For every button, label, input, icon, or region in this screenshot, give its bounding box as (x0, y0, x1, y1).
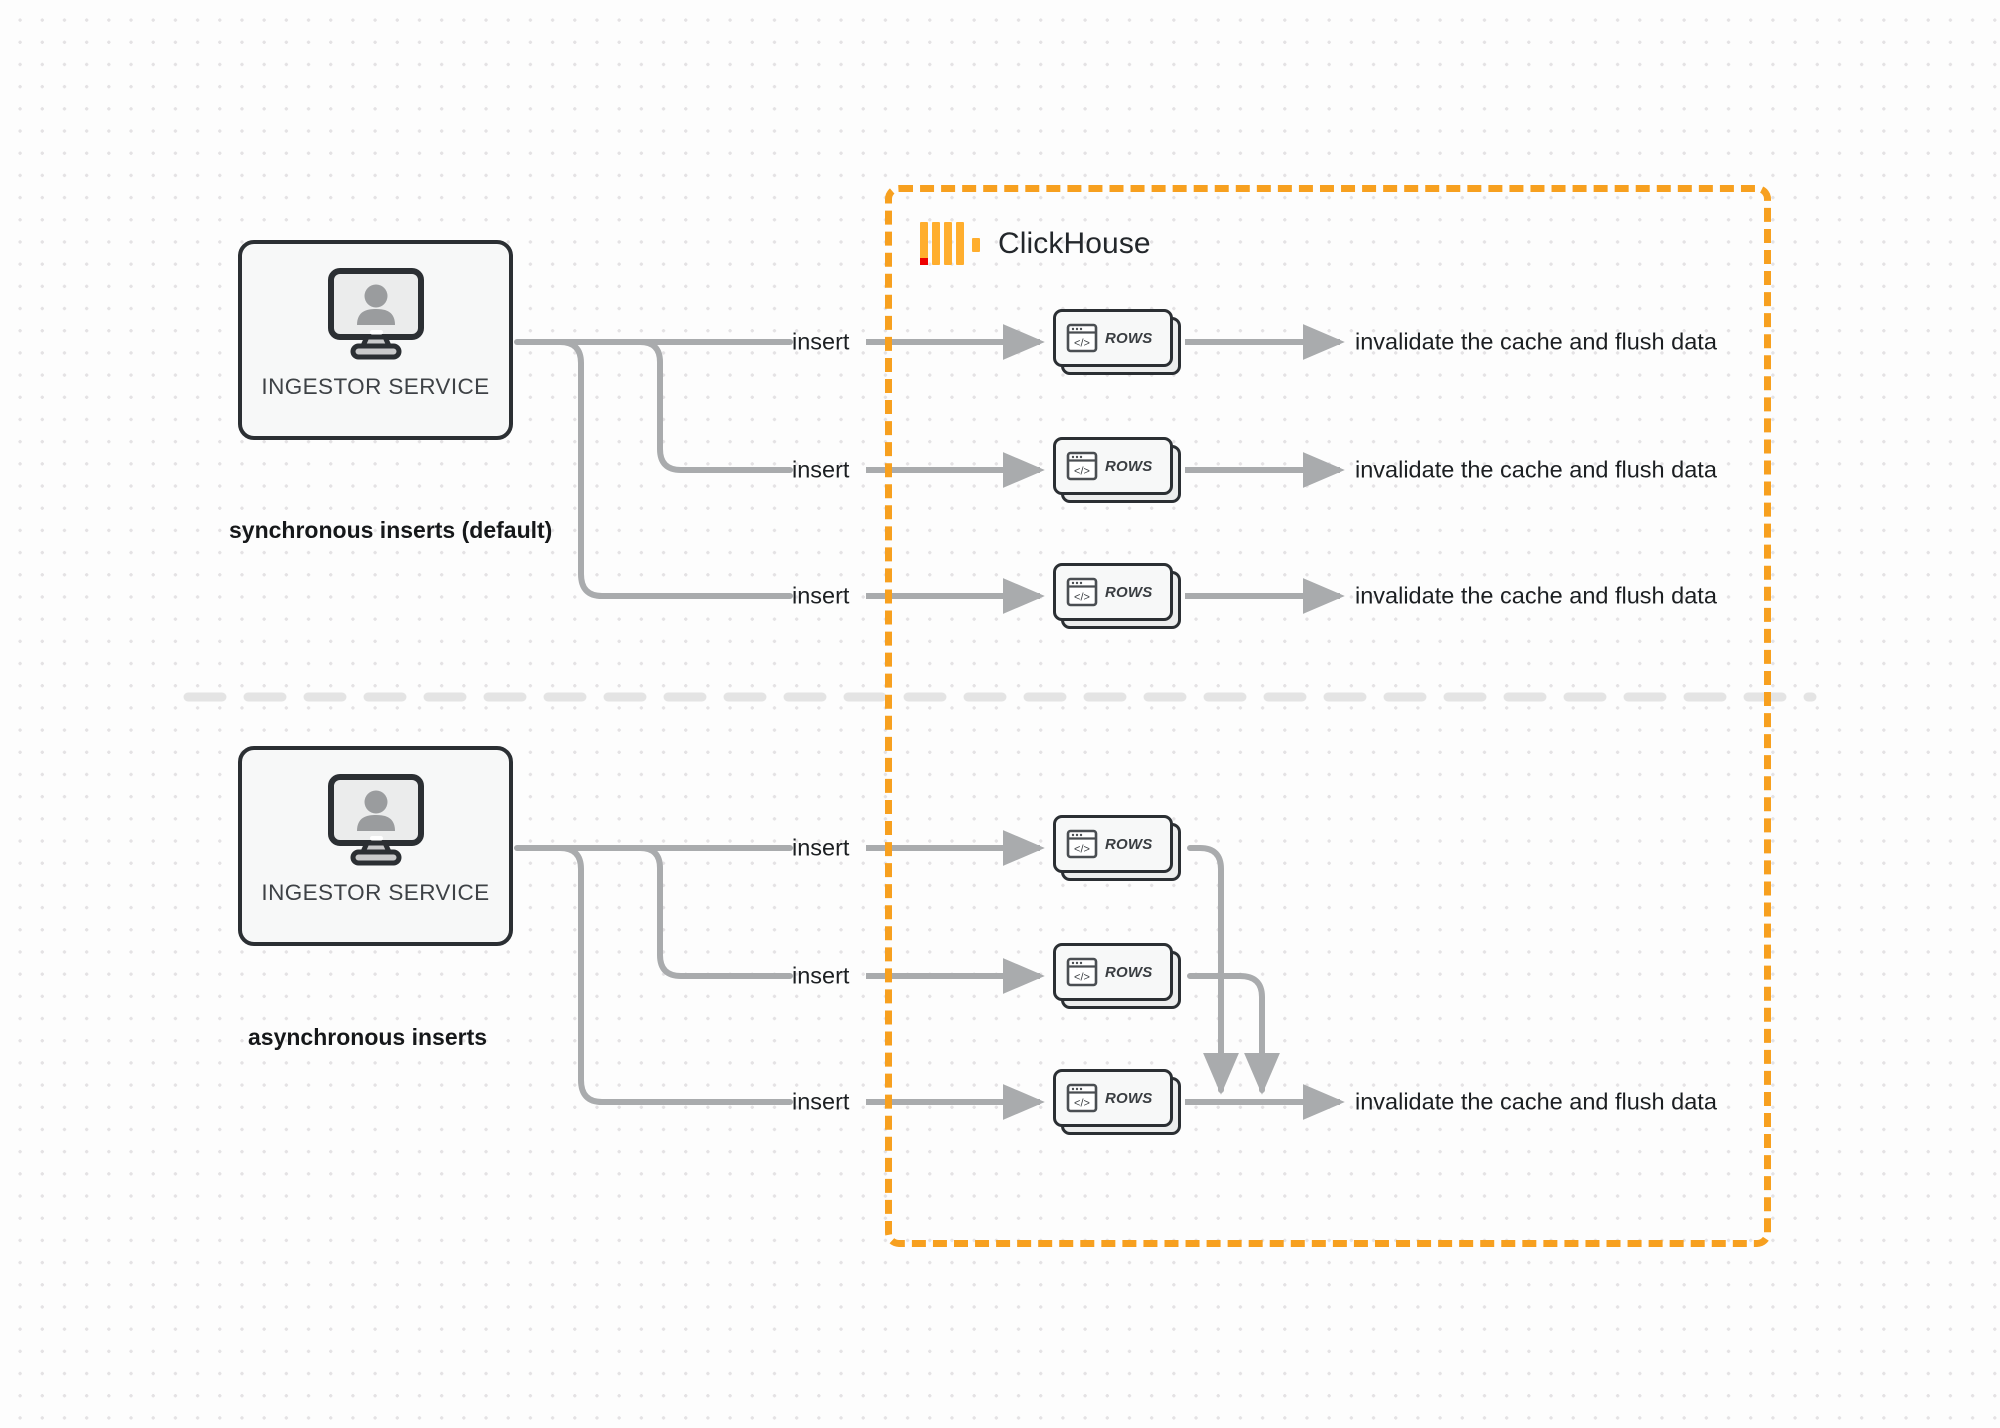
rows-card-front: </> ROWS (1053, 309, 1173, 367)
sync-fanout-row3 (537, 339, 793, 599)
rows-card-front: </> ROWS (1053, 1069, 1173, 1127)
insert-label-async-1: insert (792, 834, 850, 861)
ingestor-service-label-sync: INGESTOR SERVICE (261, 374, 490, 399)
rows-node-label: ROWS (1105, 457, 1153, 475)
monitor-user-icon (327, 268, 425, 360)
monitor-user-icon (327, 774, 425, 866)
rows-node-async-1[interactable]: </> ROWS (1053, 815, 1181, 881)
code-window-icon: </> (1066, 957, 1098, 987)
code-window-icon: </> (1066, 829, 1098, 859)
rows-card-front: </> ROWS (1053, 437, 1173, 495)
rows-node-sync-2[interactable]: </> ROWS (1053, 437, 1181, 503)
svg-text:</>: </> (1074, 972, 1090, 984)
code-window-icon: </> (1066, 323, 1098, 353)
code-window-icon: </> (1066, 577, 1098, 607)
clickhouse-logo-group: ClickHouse (920, 222, 1151, 265)
sync-fanout-row2 (597, 339, 793, 473)
output-label-sync-3: invalidate the cache and flush data (1355, 582, 1717, 609)
svg-text:</>: </> (1074, 592, 1090, 604)
rows-node-sync-1[interactable]: </> ROWS (1053, 309, 1181, 375)
clickhouse-title: ClickHouse (998, 226, 1151, 260)
rows-node-label: ROWS (1105, 1089, 1153, 1107)
code-window-icon: </> (1066, 1083, 1098, 1113)
ingestor-service-async[interactable]: INGESTOR SERVICE (238, 746, 513, 946)
svg-text:</>: </> (1074, 844, 1090, 856)
rows-card-front: </> ROWS (1053, 815, 1173, 873)
rows-card-front: </> ROWS (1053, 943, 1173, 1001)
rows-node-label: ROWS (1105, 835, 1153, 853)
rows-card-front: </> ROWS (1053, 563, 1173, 621)
svg-text:</>: </> (1074, 1098, 1090, 1110)
async-fanout-row2 (597, 845, 793, 979)
insert-label-sync-2: insert (792, 456, 850, 483)
mode-label-asynchronous: asynchronous inserts (248, 1024, 488, 1050)
ingestor-service-label-async: INGESTOR SERVICE (261, 880, 490, 905)
insert-label-sync-3: insert (792, 582, 850, 609)
insert-label-async-3: insert (792, 1088, 850, 1115)
rows-node-label: ROWS (1105, 963, 1153, 981)
rows-node-async-2[interactable]: </> ROWS (1053, 943, 1181, 1009)
svg-text:</>: </> (1074, 338, 1090, 350)
rows-node-label: ROWS (1105, 329, 1153, 347)
output-label-sync-2: invalidate the cache and flush data (1355, 456, 1717, 483)
insert-label-sync-1: insert (792, 328, 850, 355)
ingestor-service-sync[interactable]: INGESTOR SERVICE (238, 240, 513, 440)
rows-node-async-3[interactable]: </> ROWS (1053, 1069, 1181, 1135)
mode-label-synchronous: synchronous inserts (default) (229, 517, 553, 543)
clickhouse-logo-icon (920, 222, 980, 265)
rows-node-label: ROWS (1105, 583, 1153, 601)
async-fanout-row3 (537, 845, 793, 1105)
insert-label-async-2: insert (792, 962, 850, 989)
code-window-icon: </> (1066, 451, 1098, 481)
output-label-sync-1: invalidate the cache and flush data (1355, 328, 1717, 355)
svg-text:</>: </> (1074, 466, 1090, 478)
rows-node-sync-3[interactable]: </> ROWS (1053, 563, 1181, 629)
output-label-async-merged: invalidate the cache and flush data (1355, 1088, 1717, 1115)
clickhouse-group-boundary (885, 185, 1771, 1247)
